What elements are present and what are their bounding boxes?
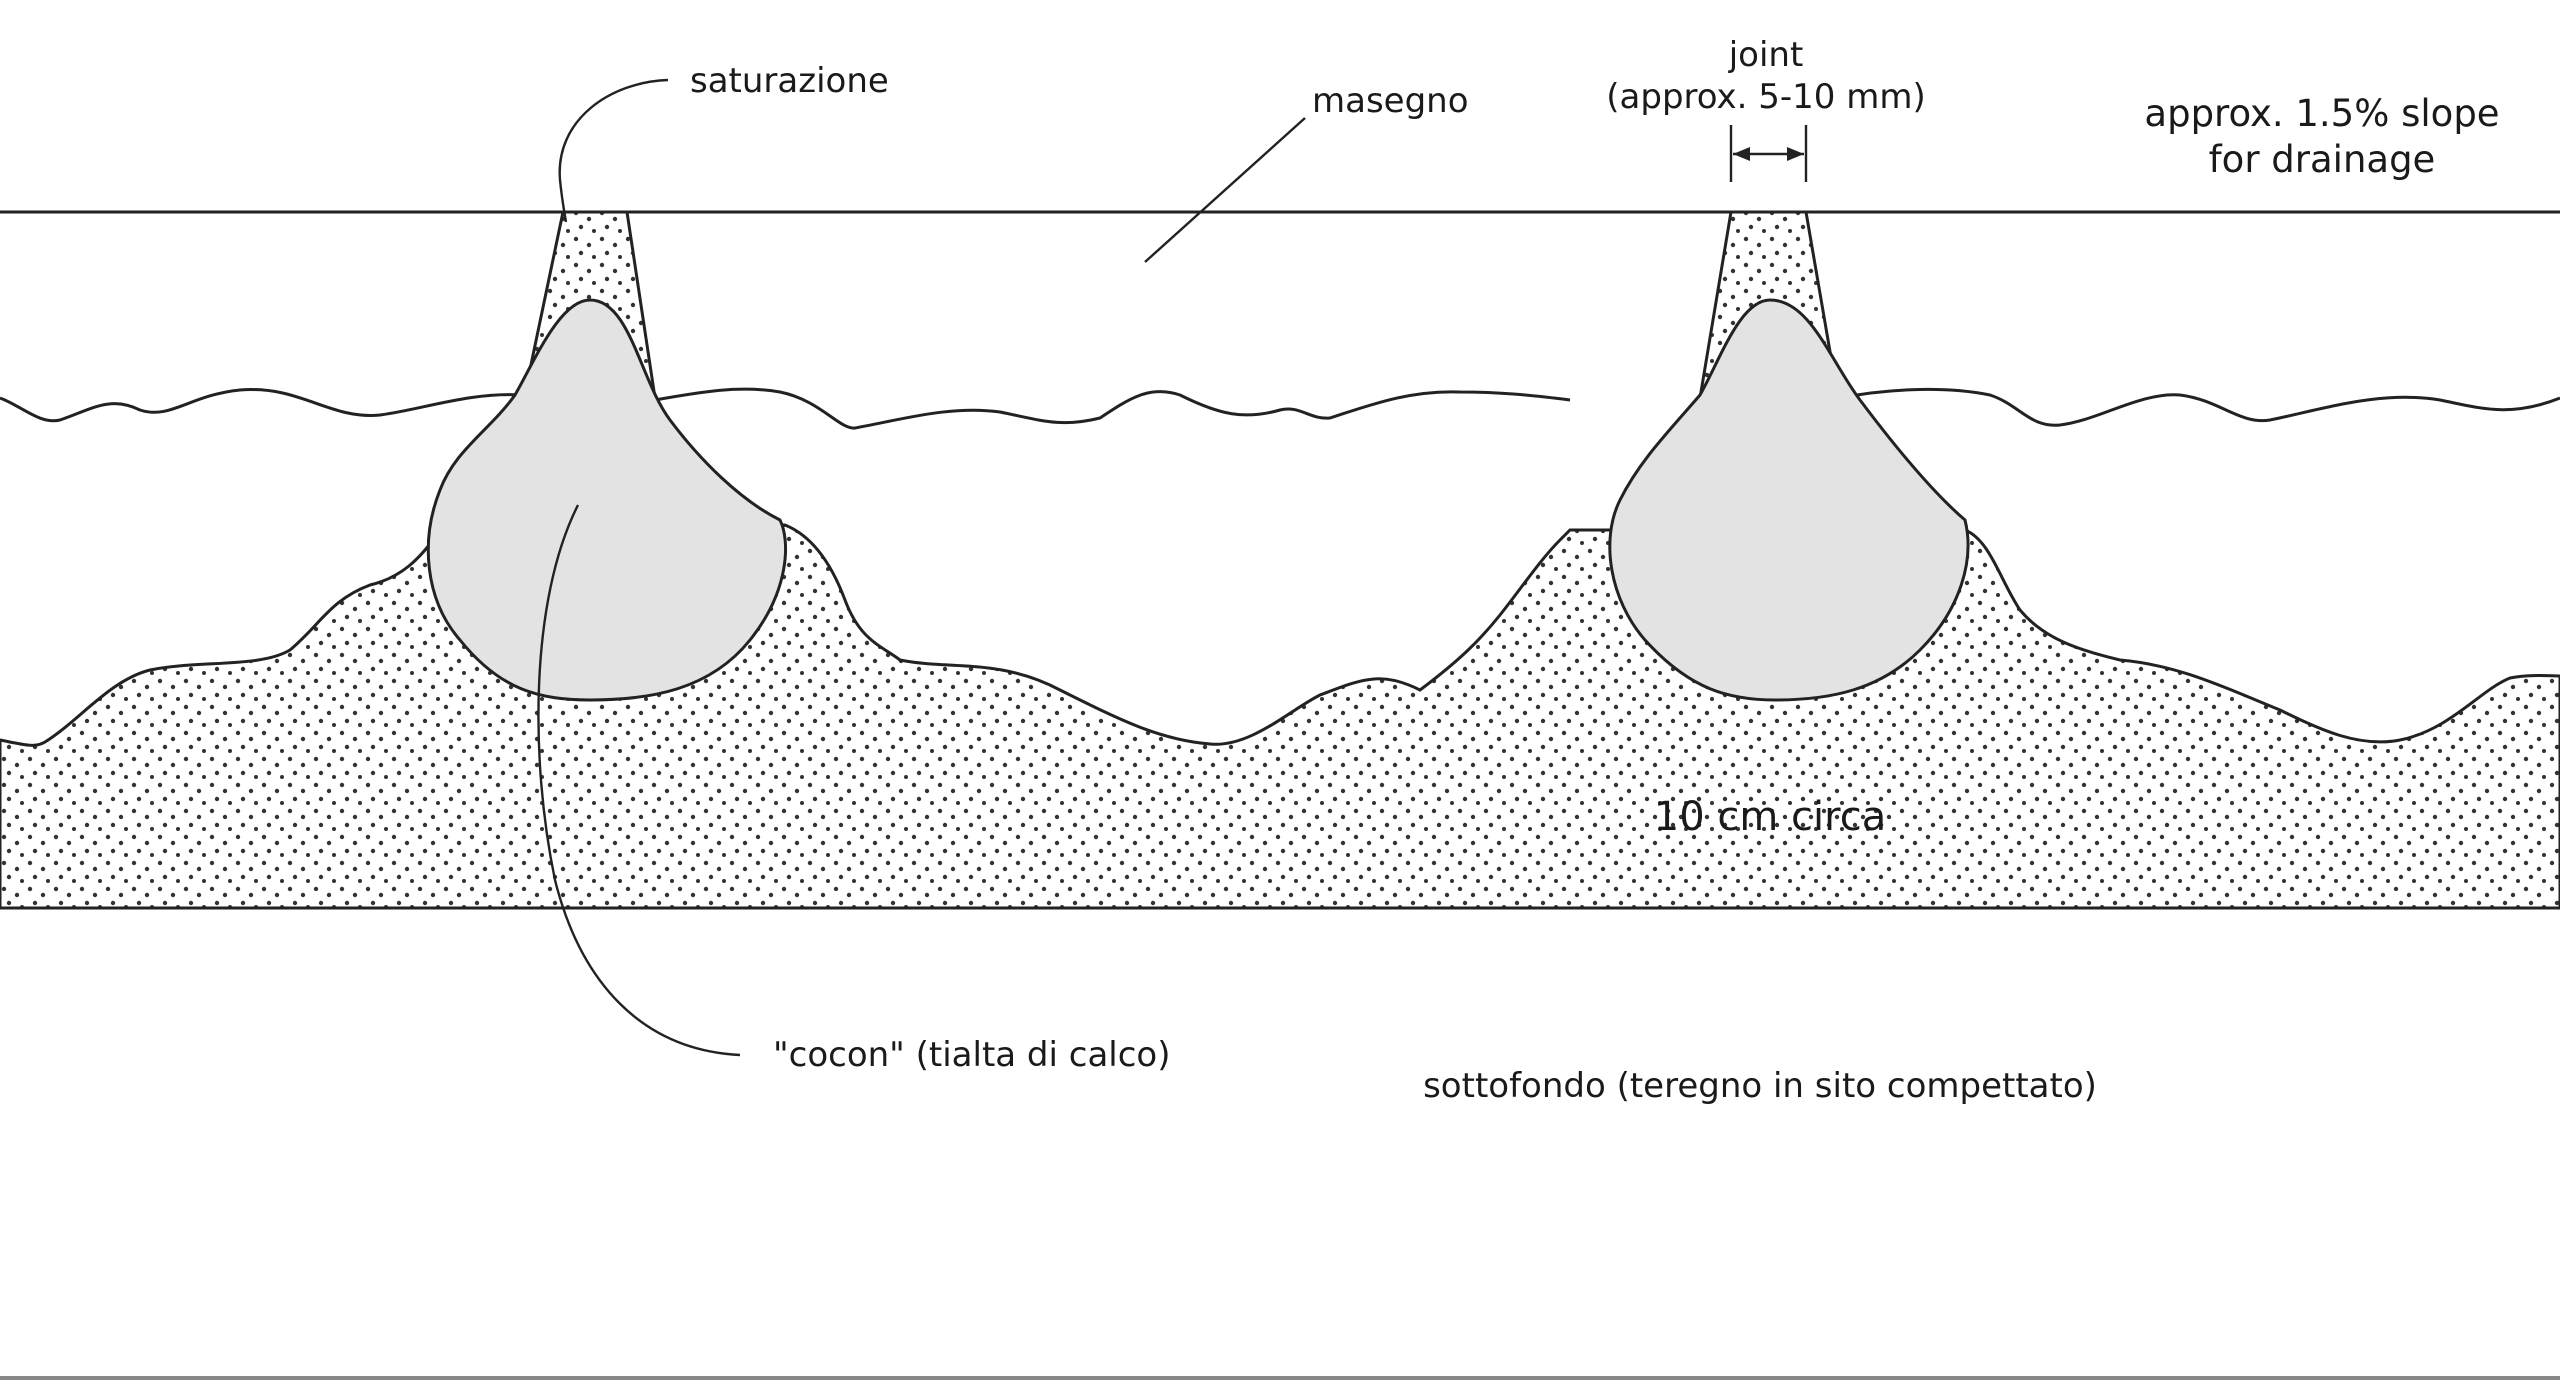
- slope-label-line2: for drainage: [2209, 138, 2436, 181]
- joint-width-label: (approx. 5-10 mm): [1606, 77, 1925, 117]
- stone-bottom-edge: [0, 388, 521, 423]
- stone-bottom-edge-3: [1839, 387, 2560, 427]
- subgrade-label: sottofondo (teregno in sito compettato): [1423, 1066, 2097, 1106]
- slope-label-line1: approx. 1.5% slope: [2144, 92, 2499, 135]
- cocoon-label: "cocon" (tialta di calco): [773, 1035, 1171, 1075]
- stone-leader-line: [1144, 117, 1306, 263]
- joint-title-label: joint: [1728, 35, 1804, 75]
- stone-bottom-edge-2: [654, 387, 1571, 430]
- joint-dimension-arrowhead-right: [1787, 147, 1804, 161]
- cocoon-right: [1608, 298, 1970, 702]
- layer-thickness-label: 10 cm circa: [1654, 794, 1886, 840]
- stone-label: masegno: [1312, 81, 1469, 121]
- cocoon-left: [426, 298, 788, 702]
- bedding-sand-layer: [0, 523, 2560, 910]
- joint-dimension-arrowhead-left: [1733, 147, 1750, 161]
- saturation-label: saturazione: [690, 61, 889, 101]
- cocoon-leader-line: [537, 504, 741, 1057]
- saturation-leader-line: [558, 78, 669, 223]
